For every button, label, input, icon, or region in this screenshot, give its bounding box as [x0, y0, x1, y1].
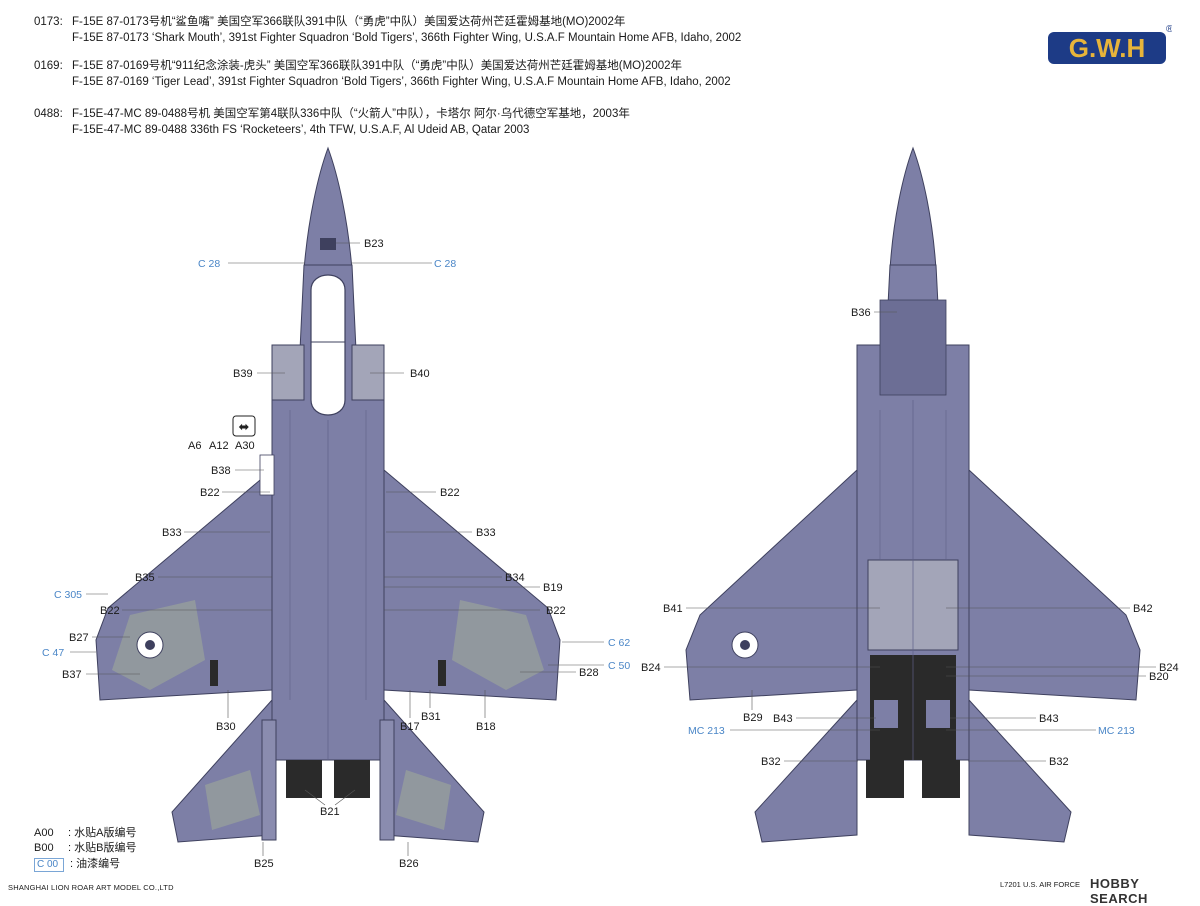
paint-c47: C 47: [42, 647, 64, 659]
label-b24-right: B24: [1159, 662, 1179, 674]
label-b24-left: B24: [641, 662, 661, 674]
legend-text: 水贴B版编号: [74, 842, 137, 854]
label-b23: B23: [364, 238, 384, 250]
legend-c: C 00: 油漆编号: [34, 857, 120, 872]
label-b33-right: B33: [476, 527, 496, 539]
paint-c50: C 50: [608, 660, 630, 672]
label-b20: B20: [1149, 671, 1169, 683]
label-b31: B31: [421, 711, 441, 723]
variant-code: 0488:: [34, 108, 63, 120]
legend-text: 水贴A版编号: [74, 827, 137, 839]
label-b36: B36: [851, 307, 871, 319]
variant-line-en: F-15E 87-0173 ‘Shark Mouth’, 391st Fight…: [72, 32, 742, 44]
variant-line-cn: F-15E 87-0173号机“鲨鱼嘴” 美国空军366联队391中队（“勇虎”…: [72, 16, 626, 28]
label-b17: B17: [400, 721, 420, 733]
paint-c28-left: C 28: [198, 258, 220, 270]
label-b40: B40: [410, 368, 430, 380]
label-b26: B26: [399, 858, 419, 870]
header-0488: 0488: F-15E-47-MC 89-0488号机 美国空军第4联队336中队…: [34, 106, 630, 138]
label-b25: B25: [254, 858, 274, 870]
label-b22-right: B22: [440, 487, 460, 499]
variant-code: 0169:: [34, 60, 63, 72]
variant-line-cn: F-15E-47-MC 89-0488号机 美国空军第4联队336中队（“火箭人…: [72, 108, 630, 120]
label-b43-right: B43: [1039, 713, 1059, 725]
header-0169: 0169: F-15E 87-0169号机“911纪念涂装-虎头” 美国空军366…: [34, 58, 731, 90]
legend-a: A00: 水贴A版编号: [34, 827, 137, 839]
label-b32-left: B32: [761, 756, 781, 768]
label-b43-left: B43: [773, 713, 793, 725]
label-b35: B35: [135, 572, 155, 584]
label-b22-wing-left: B22: [100, 605, 120, 617]
top-view-aircraft: [95, 146, 561, 843]
swap-arrows-icon: ⬌: [239, 419, 250, 434]
label-b19: B19: [543, 582, 563, 594]
label-b38: B38: [211, 465, 231, 477]
paint-c62: C 62: [608, 637, 630, 649]
label-b27: B27: [69, 632, 89, 644]
variant-code: 0173:: [34, 16, 63, 28]
label-b33-left: B33: [162, 527, 182, 539]
variant-line-en: F-15E 87-0169 ‘Tiger Lead’, 391st Fighte…: [72, 76, 731, 88]
variant-line-cn: F-15E 87-0169号机“911纪念涂装-虎头” 美国空军366联队391…: [72, 60, 683, 72]
legend-b: B00: 水贴B版编号: [34, 842, 137, 854]
header-0173: 0173: F-15E 87-0173号机“鲨鱼嘴” 美国空军366联队391中队…: [34, 14, 741, 46]
label-b41: B41: [663, 603, 683, 615]
bottom-view-aircraft: [685, 146, 1141, 843]
paint-c28-right: C 28: [434, 258, 456, 270]
label-b32-right: B32: [1049, 756, 1069, 768]
label-b39: B39: [233, 368, 253, 380]
legend-text: 油漆编号: [76, 858, 121, 870]
gwh-logo: G.W.H ®: [1048, 24, 1172, 64]
footer-company: SHANGHAI LION ROAR ART MODEL CO.,LTD: [8, 883, 174, 892]
label-b37: B37: [62, 669, 82, 681]
footer-kit-number: L7201 U.S. AIR FORCE: [1000, 880, 1081, 889]
label-a30: A30: [235, 440, 255, 452]
label-b22-wing-right: B22: [546, 605, 566, 617]
label-b42: B42: [1133, 603, 1153, 615]
label-b22-left: B22: [200, 487, 220, 499]
label-a6: A6: [188, 440, 201, 452]
label-b21: B21: [320, 806, 340, 818]
label-a12: A12: [209, 440, 229, 452]
label-b34: B34: [505, 572, 525, 584]
logo-text: G.W.H: [1069, 33, 1146, 63]
paint-mc213-right: MC 213: [1098, 725, 1135, 737]
registered-mark: ®: [1166, 24, 1172, 35]
variant-line-en: F-15E-47-MC 89-0488 336th FS ‘Rocketeers…: [72, 124, 530, 136]
paint-mc213-left: MC 213: [688, 725, 725, 737]
label-b18: B18: [476, 721, 496, 733]
watermark: HOBBY SEARCH: [1090, 876, 1148, 906]
label-b29: B29: [743, 712, 763, 724]
label-b28: B28: [579, 667, 599, 679]
paint-c305: C 305: [54, 589, 82, 601]
label-b30: B30: [216, 721, 236, 733]
